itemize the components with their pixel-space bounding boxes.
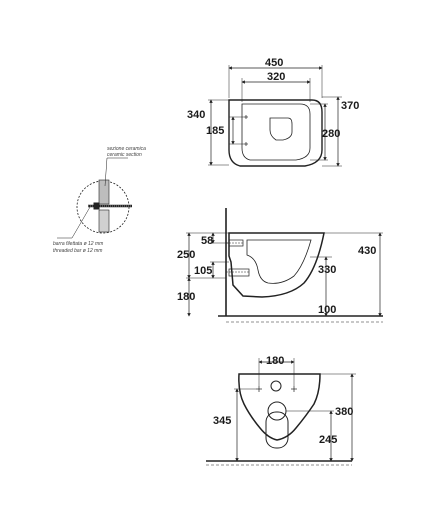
- dim-340: 340: [187, 109, 205, 121]
- dim-450: 450: [265, 57, 283, 69]
- rear-outlet-stem: [265, 411, 289, 449]
- dim-180-side: 180: [177, 291, 195, 303]
- bowl-inner-side: [246, 239, 312, 284]
- waste-outlet: [228, 268, 250, 277]
- rear-outlet: [267, 401, 287, 421]
- dim-380: 380: [335, 406, 353, 418]
- detail-view: [57, 157, 132, 239]
- note-bar-en: threaded bar ø 12 mm: [53, 248, 102, 254]
- leader-bar: [57, 206, 91, 239]
- dim-330: 330: [318, 264, 336, 276]
- rear-outline: [238, 373, 321, 441]
- note-bar-it: barra filettata ø 12 mm: [53, 241, 103, 247]
- bowl-outline-top: [228, 99, 323, 167]
- dim-100: 100: [318, 304, 336, 316]
- seat-opening-top: [269, 117, 293, 141]
- ceramic-section: [98, 179, 110, 205]
- note-section-it: sezione ceramica: [107, 146, 146, 152]
- dim-430: 430: [358, 245, 376, 257]
- dim-250: 250: [177, 249, 195, 261]
- dim-185: 185: [206, 125, 224, 137]
- fixing-holes-rear: [256, 386, 297, 392]
- note-section-en: ceramic section: [107, 152, 142, 158]
- dim-280: 280: [322, 128, 340, 140]
- top-view: [208, 65, 342, 167]
- rear-inlet: [270, 380, 282, 392]
- bowl-profile-side: [228, 232, 325, 298]
- wall-block: [98, 209, 110, 233]
- leader-section: [104, 157, 128, 187]
- rim-inner-top: [241, 103, 311, 161]
- dim-345: 345: [213, 415, 231, 427]
- dim-105: 105: [194, 265, 212, 277]
- dim-370: 370: [341, 100, 359, 112]
- dim-245: 245: [319, 434, 337, 446]
- rear-view: [206, 358, 356, 466]
- side-view: [186, 208, 383, 323]
- dim-180-rear: 180: [266, 355, 284, 367]
- fixing-holes-top: [244, 115, 248, 146]
- dim-58: 58: [201, 235, 213, 247]
- dim-320: 320: [267, 71, 285, 83]
